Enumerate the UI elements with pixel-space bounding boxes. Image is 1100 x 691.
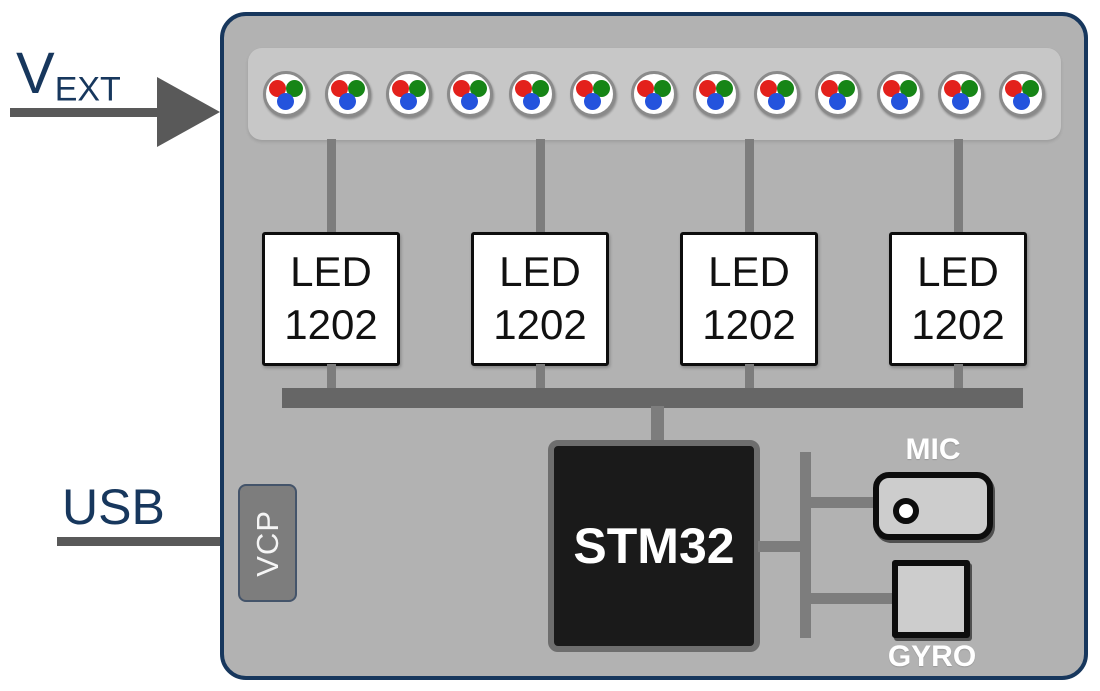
led-bus-bar — [282, 388, 1023, 408]
blue-die-dot — [461, 93, 479, 110]
rgb-led-icon — [324, 71, 371, 117]
vext-base-text: V — [16, 41, 55, 106]
rgb-led-icon — [447, 71, 494, 117]
blue-die-dot — [584, 93, 602, 110]
vcp-label: VCP — [249, 509, 285, 577]
vext-arrow-line — [10, 108, 162, 117]
wire-bus-stm32 — [651, 406, 664, 442]
wire-stm32-peripheral-bus — [758, 541, 806, 552]
blue-die-dot — [522, 93, 540, 110]
vext-subscript-text: EXT — [54, 70, 121, 109]
blue-die-dot — [338, 93, 356, 110]
wire-strip-driver-1 — [327, 139, 336, 232]
green-die-dot — [838, 80, 856, 97]
red-die-dot — [453, 80, 471, 97]
rgb-led-icon — [386, 71, 433, 117]
stm32-label: STM32 — [573, 518, 735, 574]
led-driver-box-4: LED 1202 — [889, 232, 1027, 366]
led-driver-1-line2: 1202 — [284, 301, 378, 348]
led-driver-1-line1: LED — [290, 248, 372, 296]
stm32-mcu-box: STM32 — [548, 440, 760, 652]
blue-die-dot — [768, 93, 786, 110]
peripheral-bus-line — [800, 452, 811, 638]
led-driver-box-3: LED 1202 — [680, 232, 818, 366]
red-die-dot — [330, 80, 348, 97]
red-die-dot — [882, 80, 900, 97]
red-die-dot — [637, 80, 655, 97]
red-die-dot — [1005, 80, 1023, 97]
blue-die-dot — [706, 93, 724, 110]
rgb-led-strip — [248, 48, 1061, 140]
usb-label: USB — [62, 479, 165, 535]
green-die-dot — [654, 80, 672, 97]
wire-driver-3-bus — [745, 364, 754, 390]
wire-strip-driver-2 — [536, 139, 545, 232]
blue-die-dot — [829, 93, 847, 110]
red-die-dot — [698, 80, 716, 97]
wire-driver-2-bus — [536, 364, 545, 390]
gyro-box — [892, 560, 970, 638]
mic-box — [873, 472, 993, 540]
green-die-dot — [777, 80, 795, 97]
wire-driver-4-bus — [954, 364, 963, 390]
green-die-dot — [286, 80, 304, 97]
blue-die-dot — [890, 93, 908, 110]
led-driver-3-line2: 1202 — [702, 301, 796, 348]
rgb-led-icon — [815, 71, 862, 117]
usb-line — [57, 537, 222, 546]
rgb-led-icon — [938, 71, 985, 117]
led-driver-box-2: LED 1202 — [471, 232, 609, 366]
green-die-dot — [347, 80, 365, 97]
vext-label: VEXT — [16, 40, 121, 109]
mic-label: MIC — [905, 433, 961, 466]
led-driver-2-line1: LED — [499, 248, 581, 296]
wire-strip-driver-3 — [745, 139, 754, 232]
blue-die-dot — [400, 93, 418, 110]
wire-bus-gyro — [809, 593, 894, 604]
led-driver-box-1: LED 1202 — [262, 232, 400, 366]
vext-arrowhead-icon — [157, 77, 220, 147]
blue-die-dot — [952, 93, 970, 110]
red-die-dot — [514, 80, 532, 97]
rgb-led-icon — [263, 71, 310, 117]
gyro-label: GYRO — [887, 640, 977, 673]
rgb-led-icon — [999, 71, 1046, 117]
green-die-dot — [1022, 80, 1040, 97]
wire-strip-driver-4 — [954, 139, 963, 232]
green-die-dot — [470, 80, 488, 97]
mic-port-icon — [893, 498, 919, 524]
led-driver-2-line2: 1202 — [493, 301, 587, 348]
red-die-dot — [576, 80, 594, 97]
blue-die-dot — [645, 93, 663, 110]
green-die-dot — [531, 80, 549, 97]
rgb-led-icon — [631, 71, 678, 117]
green-die-dot — [961, 80, 979, 97]
rgb-led-icon — [570, 71, 617, 117]
red-die-dot — [760, 80, 778, 97]
rgb-led-icon — [754, 71, 801, 117]
blue-die-dot — [1013, 93, 1031, 110]
vcp-box: VCP — [238, 484, 297, 602]
green-die-dot — [409, 80, 427, 97]
led-driver-4-line2: 1202 — [911, 301, 1005, 348]
rgb-led-icon — [508, 71, 555, 117]
led-driver-4-line1: LED — [917, 248, 999, 296]
green-die-dot — [899, 80, 917, 97]
red-die-dot — [944, 80, 962, 97]
rgb-led-icon — [876, 71, 923, 117]
blue-die-dot — [277, 93, 295, 110]
wire-driver-1-bus — [327, 364, 336, 390]
led-driver-3-line1: LED — [708, 248, 790, 296]
red-die-dot — [821, 80, 839, 97]
red-die-dot — [269, 80, 287, 97]
wire-bus-mic — [809, 497, 875, 508]
green-die-dot — [593, 80, 611, 97]
rgb-led-icon — [692, 71, 739, 117]
red-die-dot — [392, 80, 410, 97]
green-die-dot — [715, 80, 733, 97]
